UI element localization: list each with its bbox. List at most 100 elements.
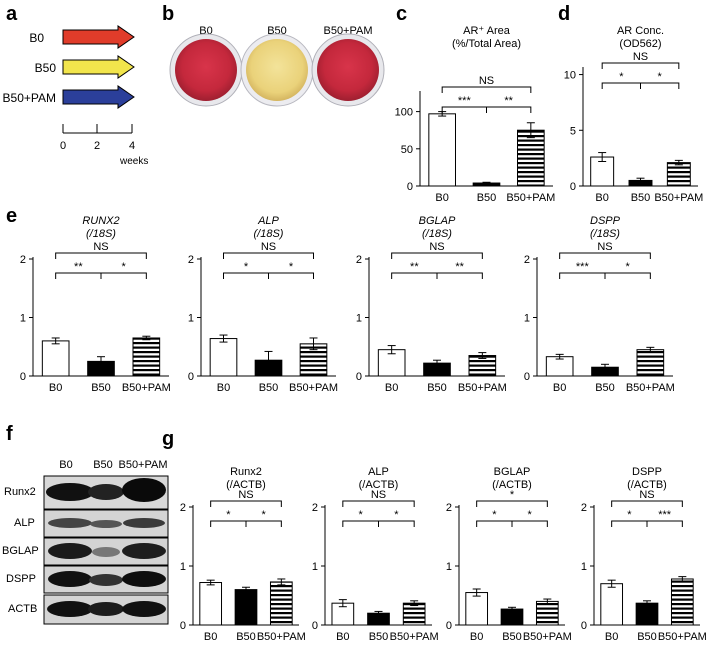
y-tick-label: 1: [20, 313, 26, 325]
significance-bracket: [511, 520, 548, 527]
significance-label: *: [289, 261, 294, 273]
y-tick-label: 0: [407, 181, 413, 193]
timeline-arrow-b50pam: [62, 85, 135, 109]
blot-band-bglap-b50pam: [122, 543, 166, 559]
blot-label-alp: ALP: [14, 517, 35, 529]
x-tick-label: B0: [217, 382, 230, 394]
significance-label: NS: [261, 241, 276, 253]
chart-title: BGLAP: [419, 215, 456, 227]
x-tick-label: B50: [91, 382, 111, 394]
y-tick-label: 50: [401, 144, 413, 156]
significance-bracket: [210, 520, 247, 527]
chart-subtitle: (/ACTB): [492, 479, 532, 491]
panel-letter-b: b: [162, 3, 174, 25]
chart-subtitle: (/ACTB): [359, 479, 399, 491]
y-tick-label: 1: [581, 561, 587, 573]
significance-bracket: [476, 520, 513, 527]
y-tick-label: 0: [581, 620, 587, 632]
x-tick-label: B50: [236, 631, 256, 643]
significance-bracket: [245, 520, 282, 527]
y-tick-label: 1: [312, 561, 318, 573]
panel-letter-e: e: [6, 205, 17, 227]
bar: [428, 113, 456, 187]
timeline-diagram: B0 B50 B50+PAM 0 2 4 weeks: [3, 25, 148, 167]
significance-label: NS: [371, 489, 386, 501]
significance-label: *: [492, 509, 497, 521]
x-tick-label: B50+PAM: [658, 631, 707, 643]
chart-title: AR Conc.: [617, 25, 664, 37]
chart-title: ALP: [368, 466, 389, 478]
significance-bracket: [611, 520, 648, 527]
y-tick-label: 2: [524, 254, 530, 266]
timeline-tick-label-0: 0: [60, 140, 66, 152]
chart-subtitle: (OD562): [619, 38, 661, 50]
blot-label-bglap: BGLAP: [2, 545, 39, 557]
significance-bracket: [486, 106, 532, 113]
chart-title: Runx2: [230, 466, 262, 478]
y-tick-label: 100: [395, 107, 413, 119]
blot-band-dspp-b50pam: [122, 571, 166, 587]
timeline-unit: weeks: [119, 156, 148, 167]
significance-bracket: [604, 272, 651, 279]
x-tick-label: B50: [631, 192, 651, 204]
bar: [209, 338, 238, 377]
x-tick-label: B50+PAM: [506, 192, 555, 204]
chart-title: ALP: [257, 215, 279, 227]
significance-label: *: [122, 261, 127, 273]
panel-letter-c: c: [396, 3, 407, 25]
chart-title: DSPP: [632, 466, 662, 478]
significance-bracket: [601, 62, 680, 69]
significance-label: *: [226, 509, 231, 521]
blot-band-dspp-b0: [48, 571, 92, 587]
significance-bracket: [55, 272, 102, 279]
significance-label: **: [410, 261, 419, 273]
bar: [41, 340, 70, 377]
significance-label: NS: [429, 241, 444, 253]
x-tick-label: B50: [595, 382, 615, 394]
x-tick-label: B0: [336, 631, 349, 643]
blot-band-runx2-b50pam: [122, 478, 166, 502]
y-tick-label: 1: [524, 313, 530, 325]
significance-label: *: [262, 509, 267, 521]
significance-bracket: [210, 500, 282, 507]
bar: [517, 129, 545, 187]
significance-bracket: [646, 520, 683, 527]
timeline-tick-label-2: 2: [94, 140, 100, 152]
blot-band-runx2-b50: [88, 484, 124, 500]
western-blot: B0 B50 B50+PAM Runx2 ALP BGLAP DSPP ACTB: [2, 459, 169, 625]
y-tick-label: 1: [356, 313, 362, 325]
blot-label-runx2: Runx2: [4, 486, 36, 498]
blot-band-actb-b0: [47, 601, 93, 617]
bar: [199, 582, 223, 626]
chart-subtitle: (/18S): [86, 228, 116, 240]
timeline-label-b50: B50: [35, 61, 57, 75]
x-tick-label: B50: [369, 631, 389, 643]
chart-title: BGLAP: [494, 466, 531, 478]
significance-label: *: [626, 261, 631, 273]
significance-bracket: [559, 272, 606, 279]
x-tick-label: B50: [502, 631, 522, 643]
blot-band-alp-b50pam: [123, 518, 165, 528]
bar: [402, 602, 426, 626]
significance-bracket: [391, 272, 438, 279]
bar: [600, 583, 624, 626]
bar: [666, 162, 691, 187]
y-tick-label: 1: [188, 313, 194, 325]
y-tick-label: 0: [524, 371, 530, 383]
significance-label: *: [658, 71, 663, 83]
chart-title: RUNX2: [82, 215, 119, 227]
significance-label: *: [619, 71, 624, 83]
significance-bracket: [559, 252, 651, 259]
dish-b50: [246, 39, 308, 101]
significance-label: *: [528, 509, 533, 521]
x-tick-label: B50: [637, 631, 657, 643]
significance-bracket: [342, 500, 415, 507]
x-tick-label: B50+PAM: [654, 192, 703, 204]
